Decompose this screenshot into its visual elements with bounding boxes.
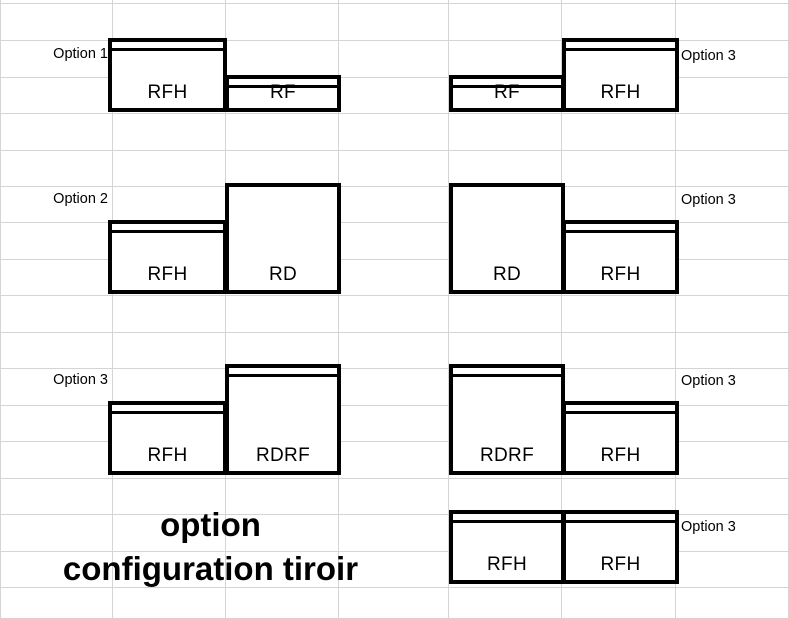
drawer-front-lip (453, 371, 561, 377)
option-label-1: Option 1 (53, 46, 108, 62)
drawer-label: RFH (147, 264, 188, 285)
drawer-label: RD (268, 264, 298, 285)
drawer-rd[interactable]: RD (225, 183, 341, 294)
drawer-front-lip (112, 45, 223, 51)
drawer-front-lip (453, 517, 561, 523)
drawer-rf[interactable]: RF (449, 75, 565, 112)
option-label-7: Option 3 (681, 519, 736, 535)
drawer-label: RFH (600, 554, 641, 575)
drawer-front-lip (566, 45, 675, 51)
grid-row-line (0, 441, 789, 442)
grid-row-line (0, 405, 789, 406)
grid-row-line (0, 295, 789, 296)
drawer-rfh[interactable]: RFH (108, 220, 227, 294)
caption-line-2: configuration tiroir (62, 550, 359, 587)
grid-row-line (0, 368, 789, 369)
drawer-rdrf[interactable]: RDRF (225, 364, 341, 475)
drawer-rd[interactable]: RD (449, 183, 565, 294)
drawer-label: RF (270, 82, 296, 103)
grid-row-line (0, 186, 789, 187)
grid-column-line (675, 0, 676, 619)
grid-column-line (561, 0, 562, 619)
grid-column-line (225, 0, 226, 619)
drawer-rfh[interactable]: RFH (108, 38, 227, 112)
grid-row-line (0, 222, 789, 223)
drawer-front-lip (566, 517, 675, 523)
grid-row-line (0, 40, 789, 41)
grid-row-line (0, 587, 789, 588)
drawer-rdrf[interactable]: RDRF (449, 364, 565, 475)
drawer-rfh[interactable]: RFH (449, 510, 565, 584)
drawer-rfh[interactable]: RFH (562, 38, 679, 112)
drawer-front-lip (229, 371, 337, 377)
grid-row-line (0, 514, 789, 515)
drawer-rfh[interactable]: RFH (108, 401, 227, 475)
drawer-label: RFH (600, 264, 641, 285)
grid-row-line (0, 478, 789, 479)
drawer-rfh[interactable]: RFH (562, 510, 679, 584)
drawer-rfh[interactable]: RFH (562, 401, 679, 475)
option-label-2: Option 2 (53, 191, 108, 207)
grid-row-line (0, 113, 789, 114)
drawer-label: RFH (487, 554, 527, 575)
option-label-3: Option 3 (53, 372, 108, 388)
grid-row-line (0, 3, 789, 4)
grid-row-line (0, 332, 789, 333)
grid-row-line (0, 259, 789, 260)
grid-column-line (448, 0, 449, 619)
drawer-label: RFH (147, 445, 188, 466)
drawer-front-lip (566, 408, 675, 414)
drawer-label: RFH (147, 82, 188, 103)
drawer-front-lip (566, 227, 675, 233)
drawer-front-lip (453, 82, 561, 88)
option-label-4: Option 3 (681, 48, 736, 64)
drawer-rf[interactable]: RF (225, 75, 341, 112)
grid-row-line (0, 77, 789, 78)
drawer-rfh[interactable]: RFH (562, 220, 679, 294)
drawer-label: RF (494, 82, 520, 103)
drawer-label: RDRF (480, 445, 534, 466)
drawer-label: RFH (600, 82, 641, 103)
drawer-label: RD (492, 264, 522, 285)
drawer-label: RDRF (256, 445, 310, 466)
option-label-5: Option 3 (681, 192, 736, 208)
grid-row-line (0, 150, 789, 151)
drawer-front-lip (229, 82, 337, 88)
grid-column-line (0, 0, 1, 619)
grid-column-line (338, 0, 339, 619)
drawer-label: RFH (600, 445, 641, 466)
drawer-front-lip (112, 227, 223, 233)
drawer-front-lip (112, 408, 223, 414)
grid-row-line (0, 551, 789, 552)
option-label-6: Option 3 (681, 373, 736, 389)
grid-column-line (112, 0, 113, 619)
caption-line-1: option (160, 506, 261, 543)
